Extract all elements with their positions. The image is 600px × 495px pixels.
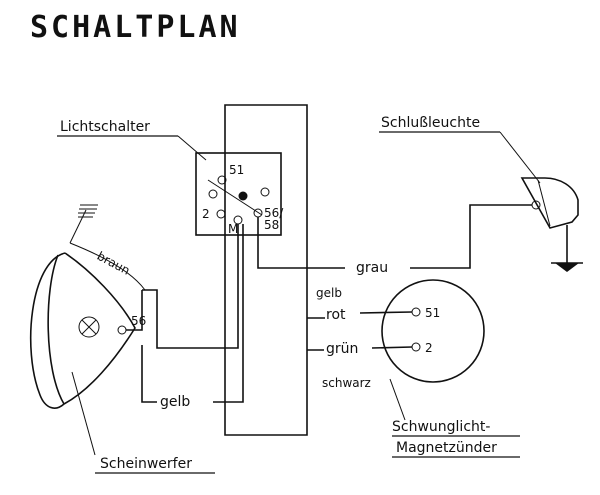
switch-label-2: 2 — [202, 207, 210, 221]
label-magnetzuender-line1: Schwunglicht- — [392, 419, 490, 435]
wire-switch-to-headlight — [142, 224, 239, 349]
page-title: SCHALTPLAN — [30, 10, 241, 45]
wire-headlight-56 — [126, 290, 143, 331]
headlight-ground — [69, 204, 98, 244]
wire-gelb-bottom — [141, 345, 157, 403]
wire-label-grau: grau — [356, 260, 388, 276]
wire-label-braun: braun — [95, 249, 133, 278]
switch-terminal-51 — [217, 175, 227, 185]
headlight-housing — [63, 252, 136, 405]
switch-terminal-left — [208, 189, 218, 199]
magnet-terminal-2 — [411, 342, 421, 352]
magnet-label-2: 2 — [425, 341, 433, 355]
label-scheinwerfer: Scheinwerfer — [100, 456, 192, 472]
taillight-body — [520, 177, 579, 229]
ground-lead — [69, 209, 87, 244]
switch-label-56: 56/ — [264, 206, 284, 220]
headlight-inner-rim — [47, 254, 65, 405]
wire-label-gelb-top: gelb — [316, 286, 342, 300]
magnet-label-51: 51 — [425, 306, 440, 320]
wire-braun — [69, 242, 146, 291]
label-magnetzuender-line2: Magnetzünder — [396, 440, 497, 456]
wire-label-braun-group: braun — [95, 249, 133, 278]
wire-gruen-right — [371, 346, 413, 349]
label-schlussleuchte: Schlußleuchte — [381, 115, 480, 131]
headlight-bulb — [78, 316, 100, 338]
switch-terminal-2 — [216, 209, 226, 219]
switch-label-58: 58 — [264, 218, 279, 232]
headlight-label-56: 56 — [131, 314, 146, 328]
magnet-terminal-51 — [411, 307, 421, 317]
taillight-terminal — [531, 200, 541, 210]
switch-lever — [207, 179, 263, 216]
headlight-terminal-56 — [117, 325, 127, 335]
wire-grau-right — [410, 204, 532, 269]
wire-label-gruen: grün — [326, 341, 358, 357]
wire-label-gelb-bottom: gelb — [160, 394, 190, 410]
leader-scheinwerfer — [71, 371, 96, 456]
leader-schlussleuchte — [499, 131, 541, 184]
switch-label-51: 51 — [229, 163, 244, 177]
wire-rot-right — [359, 311, 413, 314]
lichtschalter-switch: 51 2 M 56/ 58 — [195, 152, 284, 236]
magnetzuender-circle — [381, 279, 485, 383]
ground-symbol-arrow — [555, 263, 579, 272]
wire-label-rot: rot — [326, 307, 346, 323]
bulb-cross-b — [81, 319, 97, 335]
switch-pivot — [238, 191, 248, 201]
switch-label-m: M — [228, 222, 238, 236]
leader-lichtschalter — [177, 135, 207, 161]
schlussleuchte-lamp — [520, 177, 583, 272]
leader-magnetzuender — [389, 378, 406, 421]
wire-grau — [257, 217, 345, 269]
wire-switch-to-gelb — [213, 224, 244, 403]
taillight-lens — [537, 179, 551, 227]
wire-label-schwarz: schwarz — [322, 376, 371, 390]
label-lichtschalter: Lichtschalter — [60, 119, 150, 135]
headlight-rim — [29, 252, 66, 409]
switch-terminal-right — [260, 187, 270, 197]
